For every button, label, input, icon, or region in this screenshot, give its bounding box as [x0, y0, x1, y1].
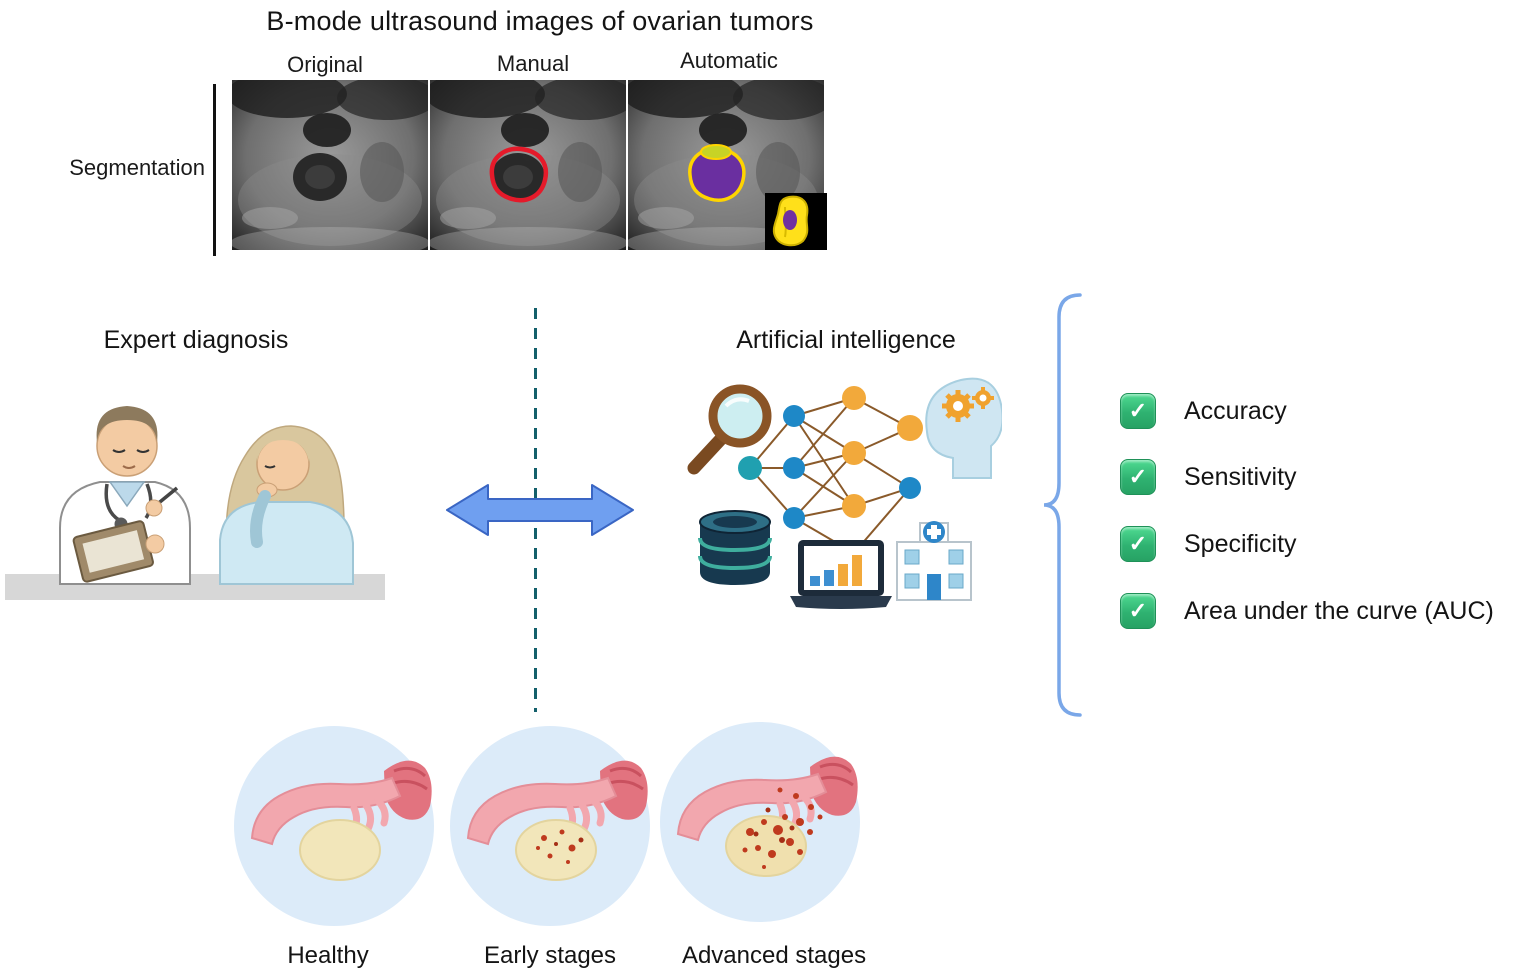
metric-row-auc: ✓ Area under the curve (AUC) — [1120, 593, 1494, 629]
expert-diagnosis-label: Expert diagnosis — [103, 326, 289, 354]
metrics-bracket — [1038, 293, 1088, 722]
column-label-manual: Manual — [496, 51, 570, 76]
check-glyph: ✓ — [1128, 464, 1148, 489]
early-tumor-dots — [536, 829, 584, 864]
doctor-figure — [59, 406, 191, 585]
automatic-3d-shape — [772, 195, 809, 247]
figure-title: B-mode ultrasound images of ovarian tumo… — [266, 6, 814, 36]
stage-circle-early — [450, 726, 650, 931]
check-icon: ✓ — [1120, 393, 1156, 429]
ultrasound-original-graphic — [227, 70, 437, 259]
expert-diagnosis-illustration — [5, 378, 385, 605]
stage-label-early: Early stages — [483, 942, 617, 969]
stage-circle-healthy — [234, 726, 434, 931]
metric-label-sensitivity: Sensitivity — [1184, 462, 1297, 491]
artificial-intelligence-label: Artificial intelligence — [736, 326, 956, 354]
metric-row-specificity: ✓ Specificity — [1120, 526, 1297, 562]
double-arrow-icon — [444, 480, 636, 545]
head-gears-icon — [925, 377, 1004, 479]
laptop-chart-icon — [790, 540, 892, 609]
check-glyph: ✓ — [1128, 531, 1148, 556]
check-glyph: ✓ — [1128, 598, 1148, 623]
manual-segmentation-outline — [489, 146, 549, 203]
check-glyph: ✓ — [1128, 398, 1148, 423]
hospital-icon — [896, 521, 972, 601]
neural-network-icon — [749, 397, 911, 554]
ultrasound-image-manual — [425, 70, 635, 259]
ai-icon-cluster — [682, 368, 1004, 635]
metric-label-specificity: Specificity — [1184, 529, 1297, 558]
stage-label-healthy: Healthy — [287, 942, 369, 969]
advanced-tumor-dots — [742, 787, 823, 869]
automatic-3d-inset — [765, 193, 827, 250]
column-label-original: Original — [287, 52, 363, 77]
ultrasound-manual-graphic — [425, 70, 635, 259]
check-icon: ✓ — [1120, 459, 1156, 495]
doctor-patient-graphic — [5, 406, 385, 600]
magnifier-icon — [687, 384, 772, 475]
ultrasound-image-original — [227, 70, 437, 259]
metric-row-accuracy: ✓ Accuracy — [1120, 393, 1287, 429]
check-icon: ✓ — [1120, 593, 1156, 629]
metric-label-accuracy: Accuracy — [1184, 396, 1287, 425]
column-label-automatic: Automatic — [680, 48, 778, 73]
metric-row-sensitivity: ✓ Sensitivity — [1120, 459, 1297, 495]
metric-label-auc: Area under the curve (AUC) — [1184, 596, 1494, 625]
automatic-segmentation-top-patch — [700, 144, 732, 160]
check-icon: ✓ — [1120, 526, 1156, 562]
stage-label-advanced: Advanced stages — [681, 942, 867, 969]
database-icon — [698, 510, 772, 585]
segmentation-divider-line — [213, 84, 216, 256]
stage-circle-advanced — [660, 722, 860, 927]
patient-figure — [219, 425, 354, 585]
segmentation-row-label: Segmentation — [69, 155, 205, 180]
